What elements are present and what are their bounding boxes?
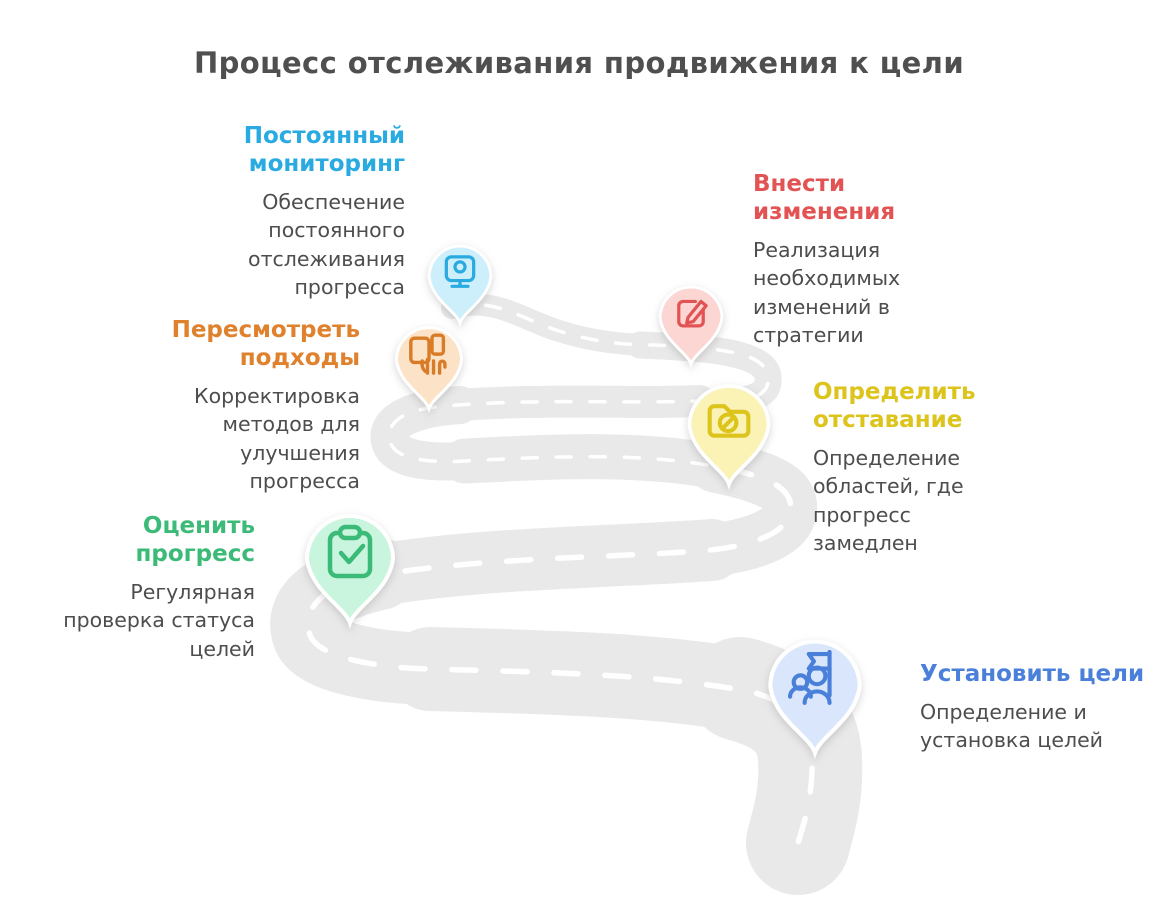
milestone-note-set-goals: Установить цели Определение и установка … — [920, 660, 1158, 755]
road-centerline — [305, 302, 815, 846]
pin-revise-approaches — [394, 326, 464, 414]
milestone-title: Определить отставание — [813, 379, 976, 434]
milestone-note-identify-lag: Определить отставание Определение област… — [813, 378, 991, 557]
pin-assess-progress — [304, 514, 396, 629]
monitor-icon — [444, 255, 476, 288]
milestone-title: Внести изменения — [753, 171, 896, 226]
milestone-description: Регулярная проверка статуса целей — [63, 580, 255, 661]
pin-continuous-monitoring — [427, 244, 493, 328]
milestone-title: Постоянный мониторинг — [243, 123, 405, 178]
edit-icon — [677, 299, 708, 328]
blocked-folder-icon — [707, 404, 751, 438]
milestone-title: Пересмотреть подходы — [171, 317, 360, 372]
milestone-description: Корректировка методов для улучшения прог… — [194, 384, 360, 493]
milestone-title: Оценить прогресс — [135, 513, 255, 568]
pin-identify-lag — [687, 384, 771, 490]
milestone-description: Определение областей, где прогресс замед… — [813, 446, 964, 555]
page-title: Процесс отслеживания продвижения к цели — [193, 46, 965, 80]
team-flag-icon — [787, 649, 832, 705]
devices-hand-icon — [409, 333, 447, 375]
pin-set-goals — [768, 639, 862, 759]
milestone-description: Обеспечение постоянного отслеживания про… — [248, 190, 405, 299]
milestone-note-assess-progress: Оценить прогресс Регулярная проверка ста… — [55, 512, 255, 663]
milestone-description: Определение и установка целей — [920, 700, 1103, 753]
milestone-title: Установить цели — [920, 661, 1145, 687]
pin-make-changes — [658, 285, 724, 369]
milestone-note-continuous-monitoring: Постоянный мониторинг Обеспечение постоя… — [215, 122, 405, 301]
milestone-note-revise-approaches: Пересмотреть подходы Корректировка метод… — [150, 316, 360, 495]
clipboard-check-icon — [327, 524, 373, 579]
milestone-description: Реализация необходимых изменений в страт… — [753, 238, 901, 347]
milestone-note-make-changes: Внести изменения Реализация необходимых … — [753, 170, 938, 349]
